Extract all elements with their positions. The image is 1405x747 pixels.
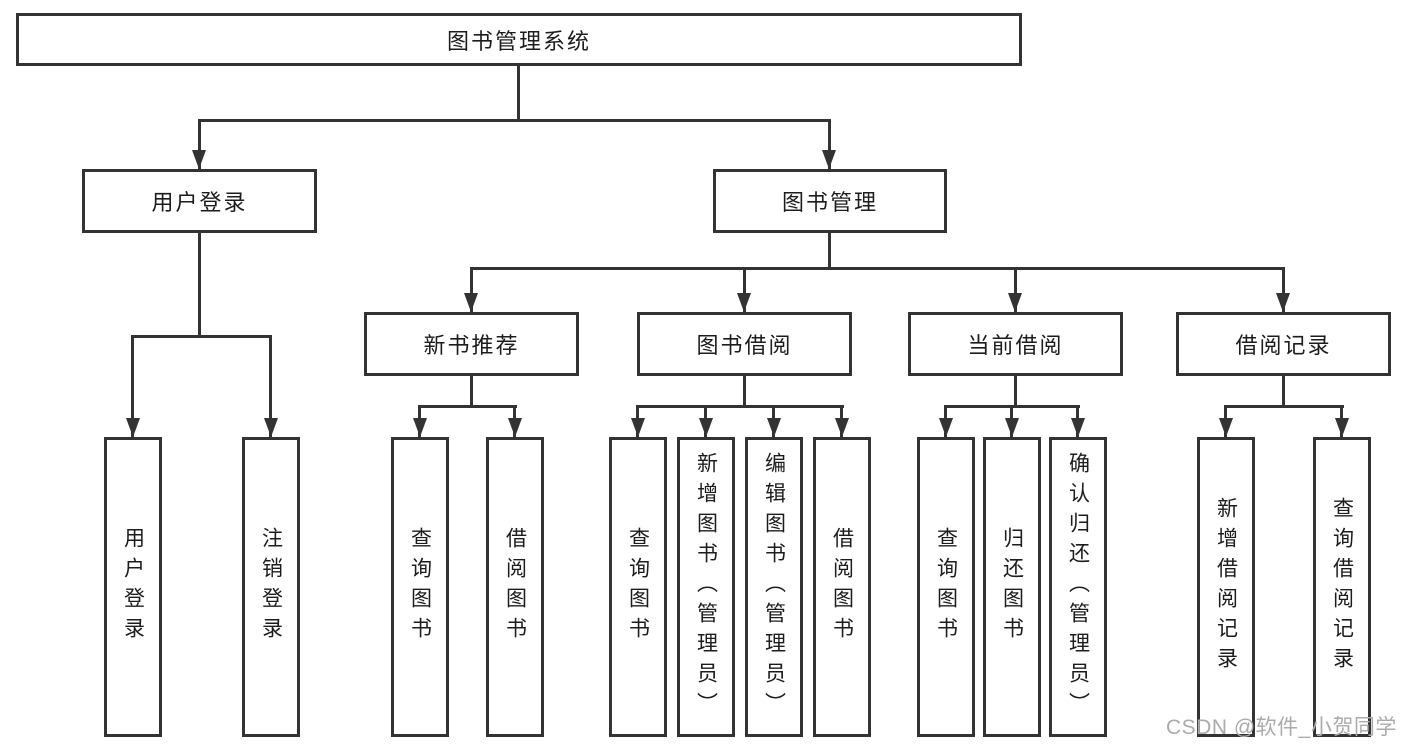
node-book-borrow: 图书借阅 xyxy=(637,312,852,376)
node-new-book-recommend-label: 新书推荐 xyxy=(423,333,520,358)
node-current-borrow: 当前借阅 xyxy=(908,312,1123,376)
arrow-down-icon xyxy=(767,418,781,437)
connector-line xyxy=(198,119,831,122)
connector-line xyxy=(470,267,473,312)
connector-line xyxy=(517,64,520,120)
leaf-add-book-admin-label: 新增图书（管理员） xyxy=(694,452,718,722)
leaf-borrow-book: 借阅图书 xyxy=(813,437,871,737)
node-borrow-record-label: 借阅记录 xyxy=(1235,333,1332,358)
connector-line xyxy=(198,119,201,169)
leaf-query-borrow-record: 查询借阅记录 xyxy=(1313,437,1371,737)
leaf-edit-book-admin-label: 编辑图书（管理员） xyxy=(762,452,786,722)
connector-line xyxy=(743,267,746,312)
arrow-down-icon xyxy=(835,418,849,437)
arrow-down-icon xyxy=(464,293,478,312)
arrow-down-icon xyxy=(1335,418,1349,437)
node-user-login-label: 用户登录 xyxy=(151,190,248,215)
arrow-down-icon xyxy=(413,418,427,437)
leaf-query-book-borrow: 查询图书 xyxy=(609,437,667,737)
leaf-borrow-book-recommend: 借阅图书 xyxy=(486,437,544,737)
connector-line xyxy=(828,230,831,270)
leaf-confirm-return-admin: 确认归还（管理员） xyxy=(1049,437,1107,737)
node-user-login: 用户登录 xyxy=(82,169,317,233)
leaf-query-book-current-label: 查询图书 xyxy=(934,527,958,647)
leaf-user-login-label: 用户登录 xyxy=(121,527,145,647)
node-root-label: 图书管理系统 xyxy=(446,28,591,54)
leaf-query-book-borrow-label: 查询图书 xyxy=(626,527,650,647)
node-current-borrow-label: 当前借阅 xyxy=(967,333,1064,358)
arrow-down-icon xyxy=(939,418,953,437)
connector-line xyxy=(1282,267,1285,312)
connector-line xyxy=(470,267,1284,270)
leaf-add-borrow-record-label: 新增借阅记录 xyxy=(1214,497,1238,677)
leaf-add-borrow-record: 新增借阅记录 xyxy=(1197,437,1255,737)
connector-line xyxy=(470,374,473,408)
connector-line xyxy=(418,405,517,408)
connector-line xyxy=(1014,374,1017,408)
arrow-down-icon xyxy=(1071,418,1085,437)
connector-line xyxy=(269,335,272,437)
connector-line xyxy=(1282,374,1285,408)
leaf-query-book-recommend-label: 查询图书 xyxy=(408,527,432,647)
connector-line xyxy=(131,335,134,437)
leaf-return-book: 归还图书 xyxy=(983,437,1041,737)
node-new-book-recommend: 新书推荐 xyxy=(364,312,579,376)
connector-line xyxy=(743,374,746,408)
leaf-logout-label: 注销登录 xyxy=(259,527,283,647)
connector-line xyxy=(131,335,272,338)
connector-line xyxy=(828,119,831,169)
connector-line xyxy=(636,405,844,408)
arrow-down-icon xyxy=(1276,293,1290,312)
arrow-down-icon xyxy=(737,293,751,312)
leaf-logout: 注销登录 xyxy=(242,437,300,737)
node-book-management: 图书管理 xyxy=(713,169,947,233)
arrow-down-icon xyxy=(1005,418,1019,437)
connector-line xyxy=(1014,267,1017,312)
node-book-management-label: 图书管理 xyxy=(781,190,878,215)
leaf-query-book-recommend: 查询图书 xyxy=(391,437,449,737)
arrow-down-icon xyxy=(631,418,645,437)
arrow-down-icon xyxy=(264,418,278,437)
csdn-watermark: CSDN @软件_小贺同学 xyxy=(1166,716,1397,739)
connector-line xyxy=(1224,405,1344,408)
leaf-borrow-book-recommend-label: 借阅图书 xyxy=(503,527,527,647)
leaf-return-book-label: 归还图书 xyxy=(1000,527,1024,647)
arrow-down-icon xyxy=(699,418,713,437)
node-book-borrow-label: 图书借阅 xyxy=(696,333,793,358)
leaf-query-book-current: 查询图书 xyxy=(917,437,975,737)
arrow-down-icon xyxy=(192,150,206,169)
leaf-edit-book-admin: 编辑图书（管理员） xyxy=(745,437,803,737)
leaf-user-login: 用户登录 xyxy=(104,437,162,737)
arrow-down-icon xyxy=(1219,418,1233,437)
leaf-borrow-book-label: 借阅图书 xyxy=(830,527,854,647)
node-borrow-record: 借阅记录 xyxy=(1176,312,1391,376)
arrow-down-icon xyxy=(1008,293,1022,312)
leaf-query-borrow-record-label: 查询借阅记录 xyxy=(1330,497,1354,677)
leaf-confirm-return-admin-label: 确认归还（管理员） xyxy=(1066,452,1090,722)
node-root: 图书管理系统 xyxy=(16,13,1022,66)
leaf-add-book-admin: 新增图书（管理员） xyxy=(677,437,735,737)
arrow-down-icon xyxy=(126,418,140,437)
arrow-down-icon xyxy=(508,418,522,437)
connector-line xyxy=(198,230,201,335)
arrow-down-icon xyxy=(822,150,836,169)
